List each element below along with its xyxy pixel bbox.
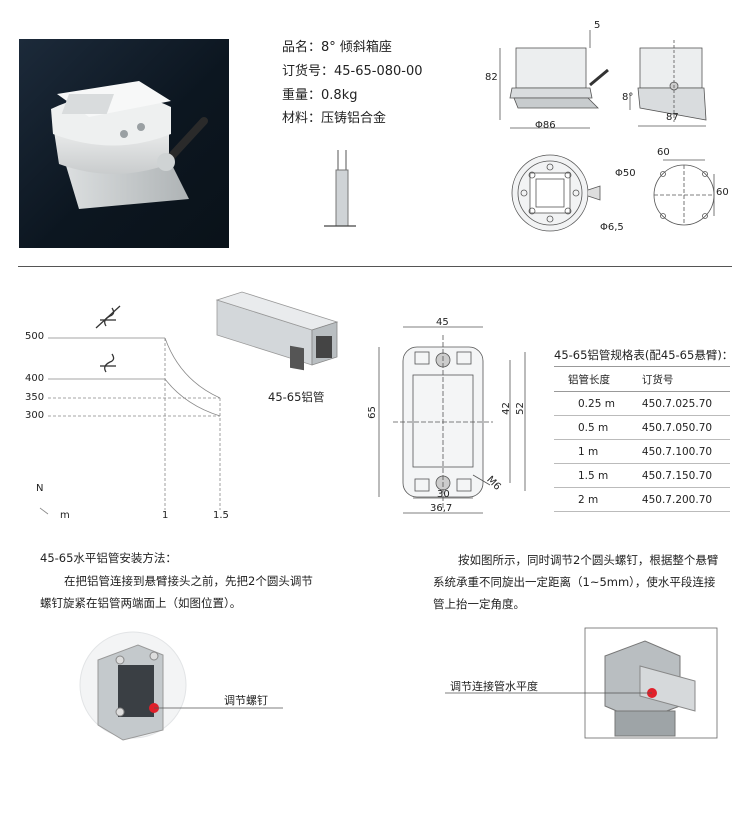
y-tick-400: 400 bbox=[25, 373, 45, 384]
row-length: 1.5 m bbox=[554, 463, 628, 488]
install-right-line-1: 按如图所示，同时调节2个圆头螺钉，根据整个悬臂 bbox=[458, 553, 719, 567]
dim-45: 45 bbox=[436, 317, 449, 328]
dim-d86: Φ86 bbox=[535, 120, 556, 131]
row-length: 0.5 m bbox=[554, 415, 628, 440]
install-heading: 45-65水平铝管安装方法： bbox=[40, 551, 177, 565]
weight-label: 重量： bbox=[282, 88, 322, 103]
header-order: 订货号 bbox=[627, 366, 730, 392]
profile-section-drawing bbox=[378, 326, 526, 514]
row-length: 0.25 m bbox=[554, 391, 628, 416]
callout-adjust-screw: 调节螺钉 bbox=[224, 694, 268, 707]
row-length: 2 m bbox=[554, 487, 628, 512]
callout-level-adjust: 调节连接管水平度 bbox=[450, 680, 538, 693]
profile-image bbox=[215, 291, 339, 371]
install-right-line-3: 管上抬一定角度。 bbox=[433, 597, 525, 611]
weight-value: 0.8kg bbox=[321, 88, 358, 103]
tilt-base-image bbox=[51, 81, 208, 209]
dim-52: 52 bbox=[514, 402, 526, 415]
dim-82: 82 bbox=[485, 72, 498, 83]
dim-d50: Φ50 bbox=[615, 168, 636, 179]
dim-36-7: 36,7 bbox=[430, 503, 453, 514]
mount-post-icon bbox=[324, 150, 356, 227]
product-photo bbox=[19, 39, 229, 248]
row-order: 450.7.050.70 bbox=[627, 415, 730, 440]
row-order: 450.7.100.70 bbox=[627, 439, 730, 464]
order-label: 订货号： bbox=[282, 64, 335, 79]
profile-label: 45-65铝管 bbox=[268, 390, 325, 404]
level-adjust-image bbox=[445, 627, 718, 739]
row-order: 450.7.025.70 bbox=[627, 391, 730, 416]
dim-42: 42 bbox=[500, 402, 512, 415]
screw-detail-image bbox=[79, 631, 283, 741]
product-name: 品名：8° 倾斜箱座 bbox=[282, 36, 392, 55]
install-right-line-2: 系统承重不同旋出一定距离（1~5mm），使水平段连接 bbox=[433, 575, 716, 589]
product-name-value: 8° 倾斜箱座 bbox=[321, 40, 392, 55]
dim-5: 5 bbox=[594, 20, 601, 31]
dim-30: 30 bbox=[437, 489, 450, 500]
install-line-2: 螺钉旋紧在铝管两端面上（如图位置）。 bbox=[40, 596, 242, 610]
spec-table-title: 45-65铝管规格表(配45-65悬臂)： bbox=[554, 348, 734, 362]
dim-60a: 60 bbox=[657, 147, 670, 158]
section-divider bbox=[18, 266, 732, 267]
y-axis-label: N bbox=[36, 483, 44, 494]
row-order: 450.7.150.70 bbox=[627, 463, 730, 488]
product-name-label: 品名： bbox=[282, 40, 322, 55]
dim-60b: 60 bbox=[716, 187, 729, 198]
x-tick-1-5: 1.5 bbox=[213, 510, 229, 521]
dim-8deg: 8° bbox=[622, 92, 634, 103]
product-weight: 重量：0.8kg bbox=[282, 84, 357, 103]
material-label: 材料： bbox=[282, 111, 322, 126]
x-axis-label: m bbox=[60, 510, 70, 521]
row-length: 1 m bbox=[554, 439, 628, 464]
y-tick-500: 500 bbox=[25, 331, 45, 342]
y-tick-300: 300 bbox=[25, 410, 45, 421]
dim-65: 65 bbox=[366, 406, 378, 419]
install-line-1: 在把铝管连接到悬臂接头之前，先把2个圆头调节 bbox=[64, 574, 313, 588]
load-chart bbox=[39, 305, 221, 515]
spec-table-header: 铝管长度 订货号 bbox=[554, 366, 730, 392]
y-tick-350: 350 bbox=[25, 392, 45, 403]
product-order: 订货号：45-65-080-00 bbox=[282, 60, 423, 79]
tilt-base-drawing bbox=[499, 30, 715, 232]
product-material: 材料：压铸铝合金 bbox=[282, 107, 386, 126]
order-value: 45-65-080-00 bbox=[334, 64, 423, 79]
row-order: 450.7.200.70 bbox=[627, 487, 730, 512]
x-tick-1: 1 bbox=[162, 510, 169, 521]
header-length: 铝管长度 bbox=[554, 366, 628, 392]
dim-d65: Φ6,5 bbox=[600, 222, 624, 233]
material-value: 压铸铝合金 bbox=[321, 111, 387, 126]
dim-87: 87 bbox=[666, 112, 679, 123]
